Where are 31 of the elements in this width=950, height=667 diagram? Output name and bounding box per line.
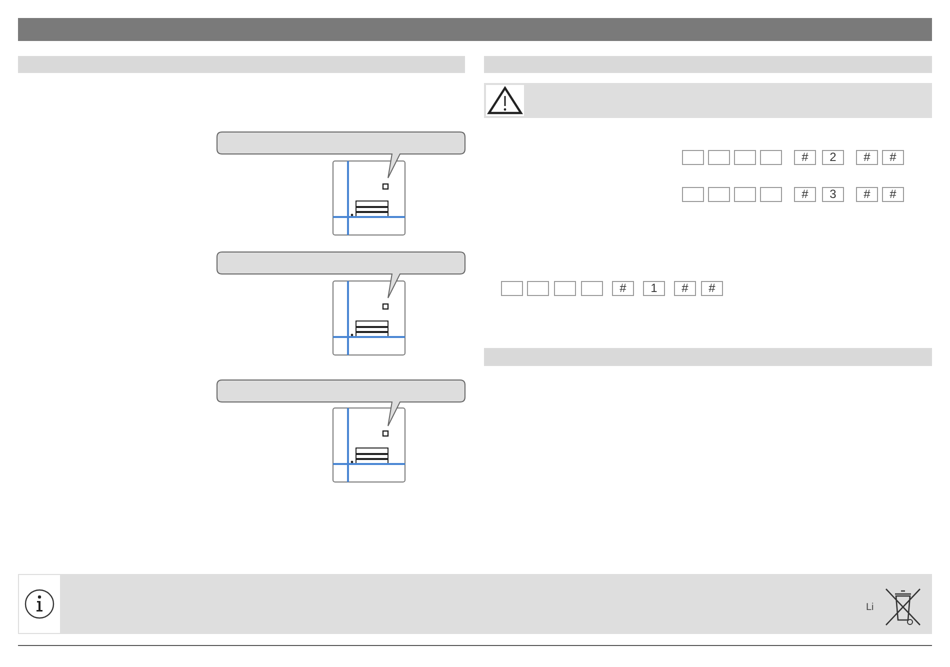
blank-key [708, 150, 730, 165]
speech-bubble [216, 379, 468, 429]
speech-bubble [216, 251, 468, 301]
section-bar [18, 56, 465, 73]
section-bar [484, 348, 932, 366]
keypad-key: 1 [643, 281, 665, 296]
keypad-key: 2 [822, 150, 844, 165]
keypad-key: # [856, 150, 878, 165]
keypad-key: # [794, 187, 816, 202]
blank-key [682, 187, 704, 202]
keypad-key: # [882, 187, 904, 202]
blank-key [501, 281, 523, 296]
blank-key [682, 150, 704, 165]
keypad-key: # [882, 150, 904, 165]
keypad-key: # [794, 150, 816, 165]
blank-key [581, 281, 603, 296]
keypad-key: 3 [822, 187, 844, 202]
keypad-key: # [701, 281, 723, 296]
blank-key [527, 281, 549, 296]
blank-key [734, 187, 756, 202]
blank-key [708, 187, 730, 202]
battery-type-text: Li [866, 602, 874, 613]
blank-key [554, 281, 576, 296]
section-bar [484, 56, 932, 73]
speech-bubble [216, 131, 468, 181]
blank-key [734, 150, 756, 165]
blank-key [760, 150, 782, 165]
blank-key [760, 187, 782, 202]
keypad-key: # [856, 187, 878, 202]
keypad-key: # [612, 281, 634, 296]
keypad-key: # [674, 281, 696, 296]
